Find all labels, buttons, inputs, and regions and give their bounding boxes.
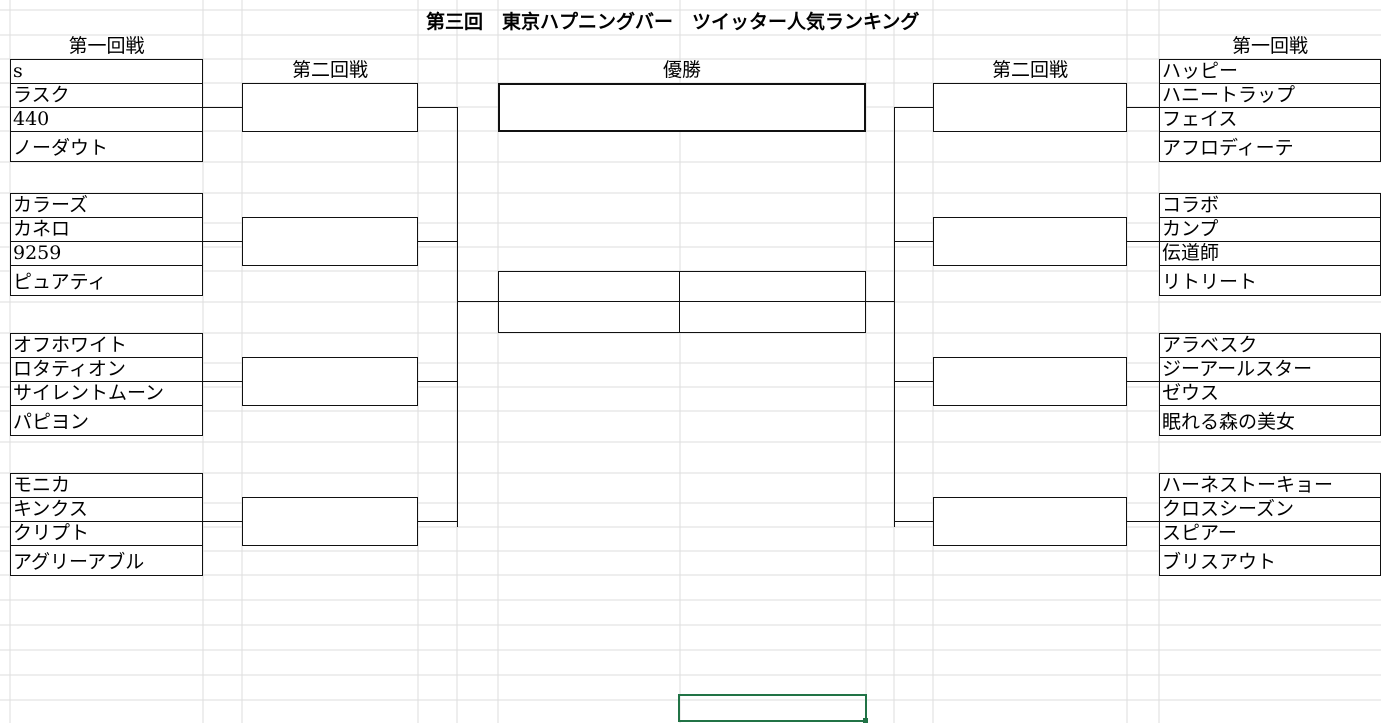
right-team-name: アフロディーテ xyxy=(1162,137,1294,159)
left-team-name: s xyxy=(13,60,23,82)
left-round2-box[interactable] xyxy=(242,497,418,546)
right-team-name: ブリスアウト xyxy=(1162,551,1277,573)
right-round1-connector xyxy=(1127,107,1159,108)
left-team-cell[interactable] xyxy=(10,131,203,162)
left-team-name: モニカ xyxy=(13,474,71,496)
right-round2-connector xyxy=(894,241,933,242)
right-round2-box[interactable] xyxy=(933,83,1127,132)
left-team-cell[interactable] xyxy=(10,405,203,436)
final-cell-top-left[interactable] xyxy=(498,271,680,302)
right-team-name: 伝道師 xyxy=(1162,242,1220,264)
right-team-name: ハーネストーキョー xyxy=(1162,474,1334,496)
left-round2-connector xyxy=(418,381,457,382)
left-team-name: キンクス xyxy=(13,498,88,520)
left-team-cell[interactable] xyxy=(10,357,203,382)
left-team-name: 440 xyxy=(13,108,50,130)
header-round2-left: 第二回戦 xyxy=(291,59,368,81)
right-round2-box[interactable] xyxy=(933,497,1127,546)
right-team-name: コラボ xyxy=(1162,194,1220,216)
left-team-cell[interactable] xyxy=(10,545,203,576)
header-round1-right: 第一回戦 xyxy=(1231,35,1308,57)
right-round1-connector xyxy=(1127,381,1159,382)
right-team-cell[interactable] xyxy=(1159,107,1381,132)
right-team-name: スピアー xyxy=(1162,522,1237,544)
left-team-name: オフホワイト xyxy=(13,334,128,356)
right-team-name: ハッピー xyxy=(1162,60,1239,82)
left-round2-box[interactable] xyxy=(242,357,418,406)
left-team-cell[interactable] xyxy=(10,265,203,296)
left-round1-connector xyxy=(203,521,242,522)
right-team-name: アラベスク xyxy=(1162,334,1258,356)
left-team-name: ピュアティ xyxy=(13,271,107,293)
final-cell-top-right[interactable] xyxy=(679,271,866,302)
left-round2-connector xyxy=(418,107,457,108)
left-team-name: ノーダウト xyxy=(13,137,109,159)
right-team-cell[interactable] xyxy=(1159,521,1381,546)
left-team-cell[interactable] xyxy=(10,193,203,218)
left-round1-connector xyxy=(203,241,242,242)
final-cell-bottom-left[interactable] xyxy=(498,301,680,333)
right-team-cell[interactable] xyxy=(1159,131,1381,162)
right-round1-connector xyxy=(1127,241,1159,242)
right-to-final-line xyxy=(866,301,894,302)
header-final: 優勝 xyxy=(662,59,701,81)
right-round2-box[interactable] xyxy=(933,357,1127,406)
right-round2-connector xyxy=(894,381,933,382)
sheet-title: 第三回 東京ハプニングバー ツイッター人気ランキング xyxy=(426,11,920,33)
right-team-name: クロスシーズン xyxy=(1162,498,1295,520)
left-team-name: カネロ xyxy=(13,218,71,240)
champion-box[interactable] xyxy=(498,83,866,132)
right-team-name: ハニートラップ xyxy=(1162,84,1296,106)
fill-handle[interactable] xyxy=(863,718,868,723)
left-round1-connector xyxy=(203,381,242,382)
left-team-name: サイレントムーン xyxy=(13,382,165,404)
right-team-name: カンプ xyxy=(1162,218,1219,240)
left-team-name: パピヨン xyxy=(13,411,90,433)
active-cell-selection[interactable] xyxy=(678,694,867,722)
right-team-name: フェイス xyxy=(1162,108,1238,130)
left-round2-connector xyxy=(418,241,457,242)
left-team-cell[interactable] xyxy=(10,241,203,266)
left-to-final-line xyxy=(457,301,498,302)
right-team-cell[interactable] xyxy=(1159,241,1381,266)
left-semifinal-connector xyxy=(457,107,458,527)
header-round2-right: 第二回戦 xyxy=(991,59,1068,81)
left-team-cell[interactable] xyxy=(10,217,203,242)
left-team-name: 9259 xyxy=(13,242,62,264)
left-team-cell[interactable] xyxy=(10,381,203,406)
left-team-cell[interactable] xyxy=(10,333,203,358)
right-round2-connector xyxy=(894,521,933,522)
left-round2-box[interactable] xyxy=(242,217,418,266)
right-team-name: ゼウス xyxy=(1162,382,1220,404)
left-round2-connector xyxy=(418,521,457,522)
right-round1-connector xyxy=(1127,521,1159,522)
right-team-name: ジーアールスター xyxy=(1162,358,1313,380)
right-team-name: 眠れる森の美女 xyxy=(1162,411,1296,433)
left-team-name: クリプト xyxy=(13,522,90,544)
left-team-name: アグリーアブル xyxy=(13,551,145,573)
right-team-cell[interactable] xyxy=(1159,265,1381,296)
left-team-name: ラスク xyxy=(13,84,70,106)
right-round2-connector xyxy=(894,107,933,108)
right-team-name: リトリート xyxy=(1162,271,1258,293)
right-team-cell[interactable] xyxy=(1159,545,1381,576)
right-team-cell[interactable] xyxy=(1159,405,1381,436)
left-team-name: カラーズ xyxy=(13,194,89,216)
left-round2-box[interactable] xyxy=(242,83,418,132)
final-cell-bottom-right[interactable] xyxy=(679,301,866,333)
header-round1-left: 第一回戦 xyxy=(68,35,145,57)
right-round2-box[interactable] xyxy=(933,217,1127,266)
left-round1-connector xyxy=(203,107,242,108)
left-team-name: ロタティオン xyxy=(13,358,126,380)
right-semifinal-connector xyxy=(894,107,895,527)
